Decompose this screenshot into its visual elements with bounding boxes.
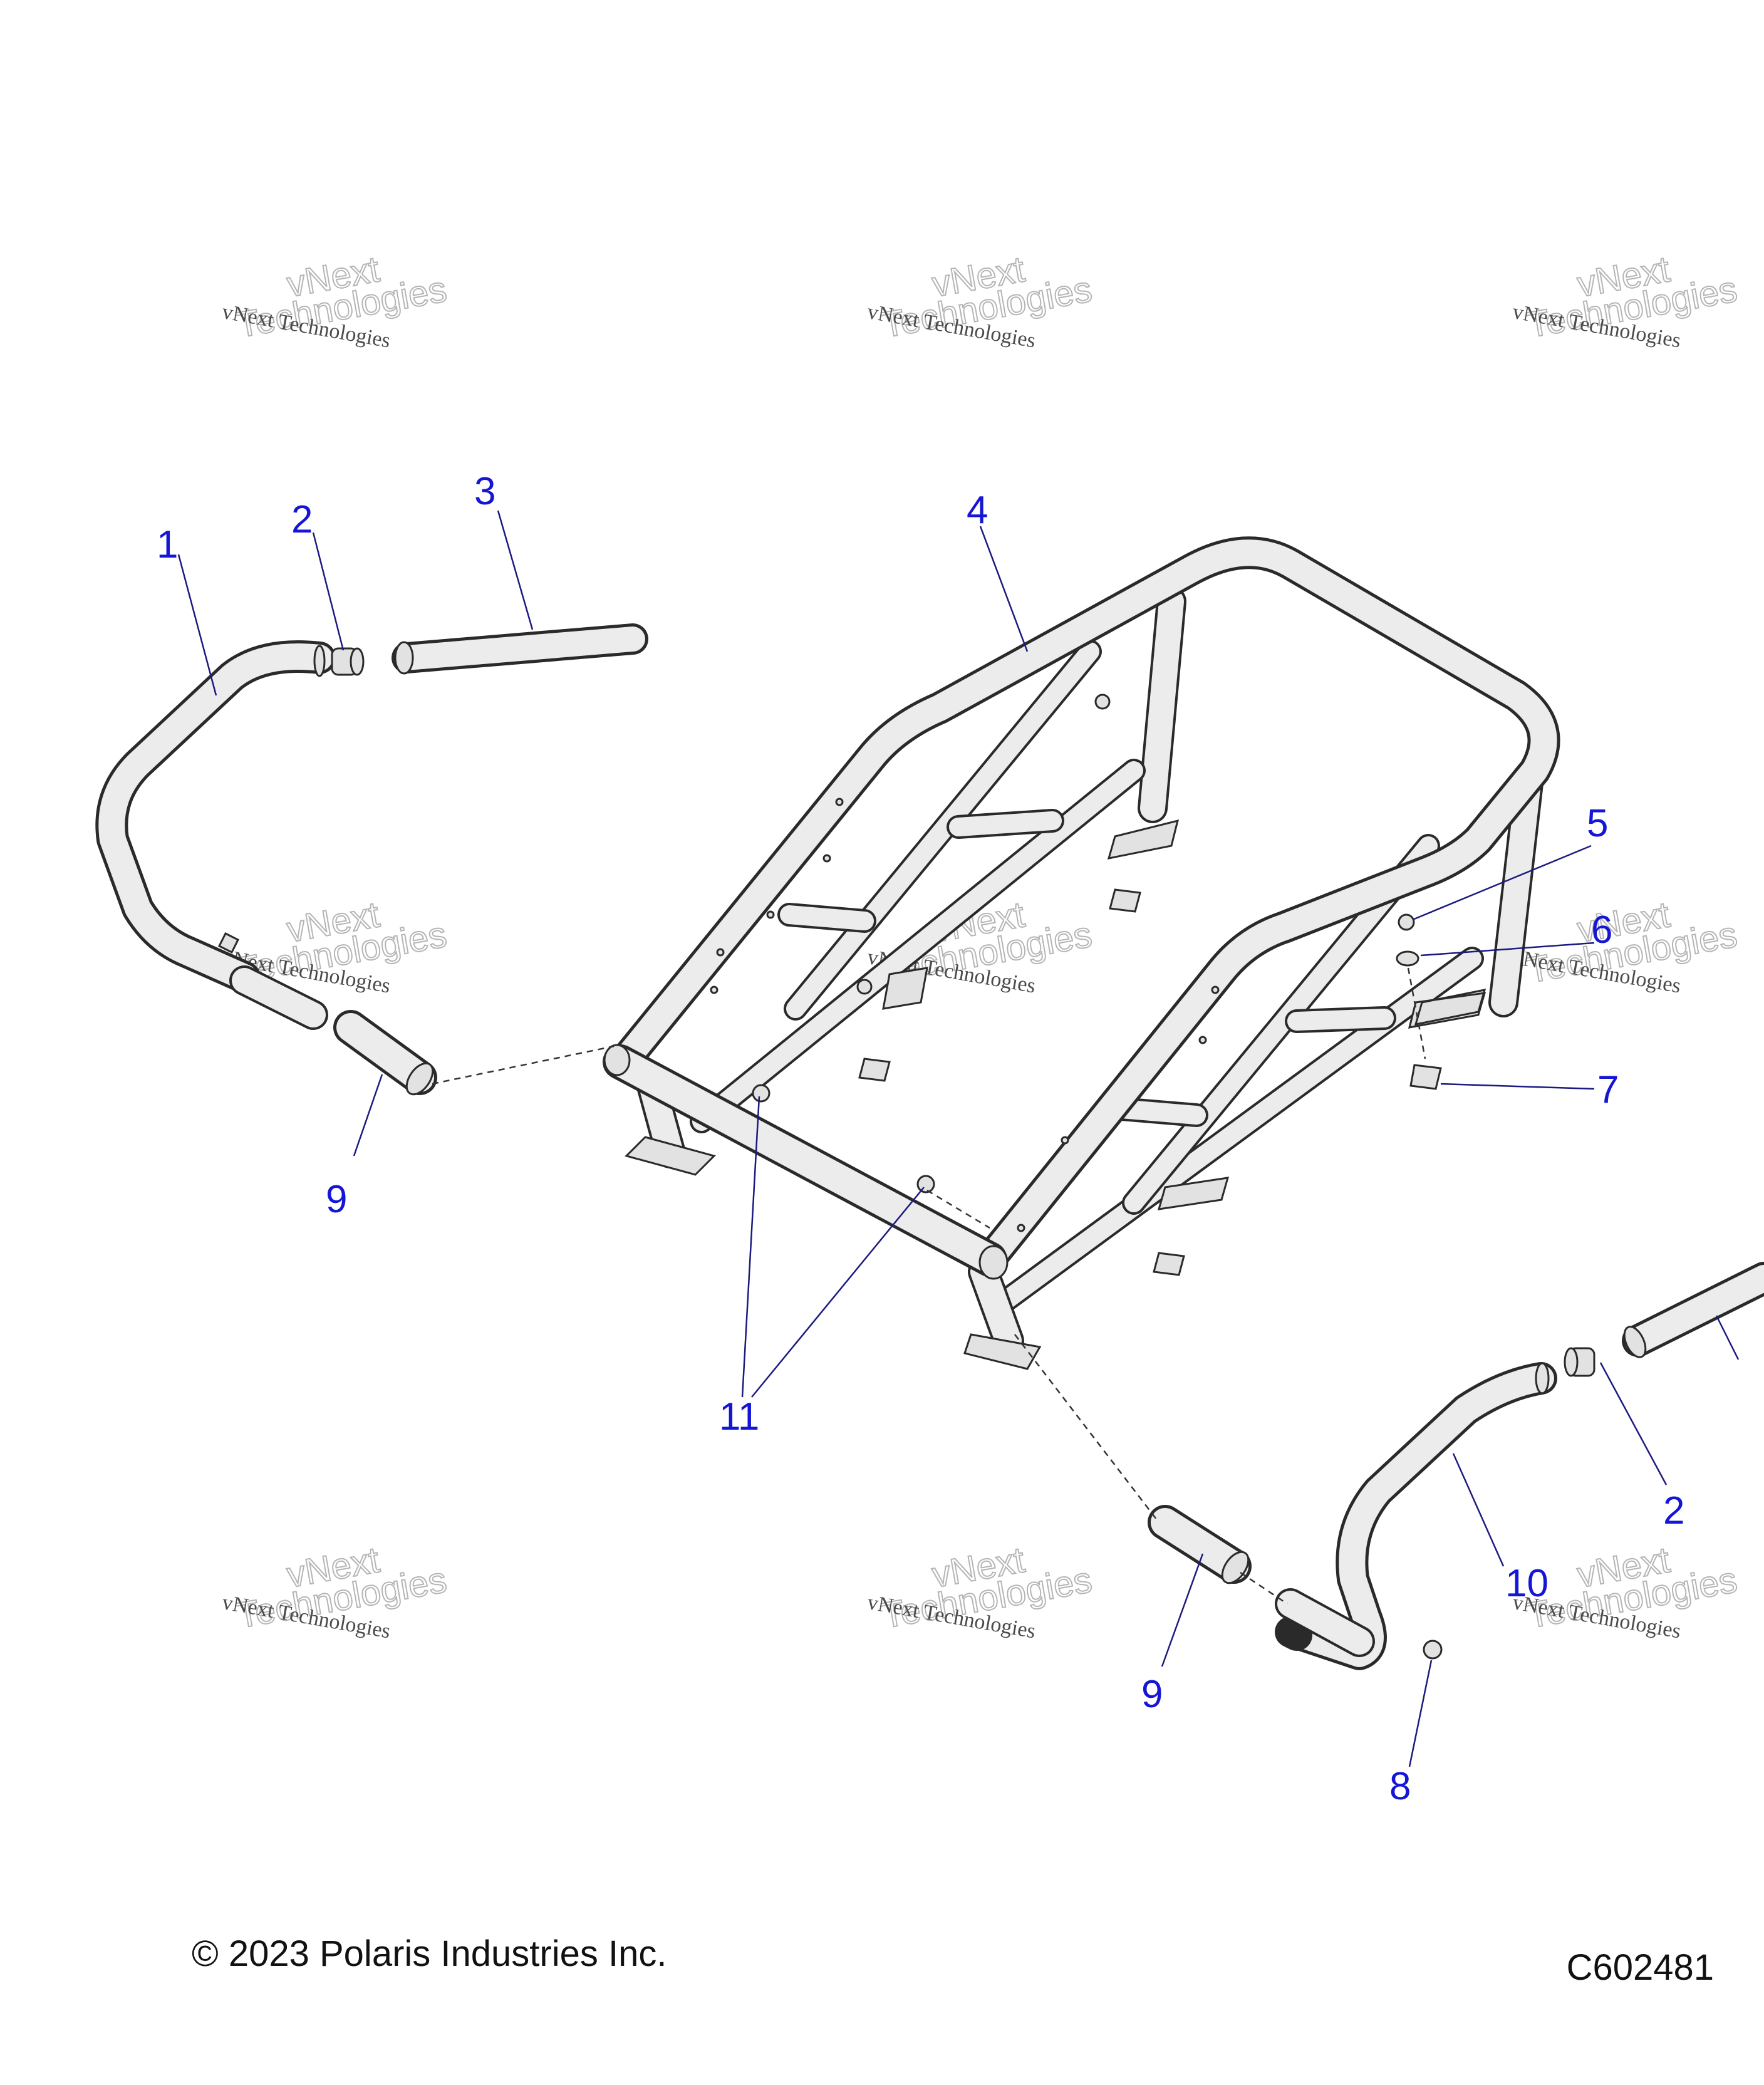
watermark-top-left: Technologies vNext vNext Technologies [220,248,450,353]
assembly-lines [432,967,1426,1605]
callout-4: 4 [967,489,988,532]
callout-labels: 1 2 3 4 5 6 7 9 11 2 10 9 8 [157,470,1684,1808]
watermark-bottom-center: Technologies vNext vNext Technologies [866,1539,1096,1643]
callout-11: 11 [719,1395,759,1438]
callout-6: 6 [1591,908,1612,952]
hardware-nut-right [916,1175,935,1193]
callout-7: 7 [1597,1068,1619,1111]
hardware-nut-5 [1398,913,1415,931]
watermark-mid-right: Technologies vNext vNext Technologies [1511,893,1741,998]
straight-tube-right [1622,1262,1764,1358]
rack-frame [603,536,1560,1370]
watermark-top-right: Technologies vNext vNext Technologies [1511,248,1741,353]
callout-8: 8 [1389,1765,1411,1808]
watermark-mid-left: Technologies vNext vNext Technologies [220,893,450,998]
straight-tube-top [392,623,648,675]
hardware-washer-6 [1396,950,1419,967]
figure-code: C602481 [1566,1947,1714,1988]
watermark-bottom-left: Technologies vNext vNext Technologies [220,1539,450,1643]
watermark-top-center: Technologies vNext vNext Technologies [866,248,1096,353]
callout-3: 3 [474,470,495,513]
right-grab-handle [1275,1362,1557,1670]
hardware-screw-8 [1423,1640,1443,1660]
hardware-tbolts [858,888,1185,1276]
left-grab-handle [95,640,336,1030]
callout-9-left: 9 [326,1178,347,1221]
callout-1: 1 [157,523,178,566]
leader-lines [177,510,1740,1767]
hardware [752,694,1443,1660]
hardware-nut-left [752,1084,770,1103]
callout-2-top: 2 [291,498,313,541]
callout-2-right: 2 [1663,1489,1684,1532]
callout-10: 10 [1505,1562,1549,1605]
end-plug-right [1564,1347,1595,1377]
callout-5: 5 [1587,802,1608,845]
sleeve-left [333,1010,437,1096]
copyright-text: © 2023 Polaris Industries Inc. [192,1933,667,1974]
sleeve-bottom [1148,1505,1252,1584]
callout-9-bottom: 9 [1141,1673,1163,1716]
end-plug-top [331,647,365,676]
hardware-tbolt-7 [1409,1064,1442,1090]
